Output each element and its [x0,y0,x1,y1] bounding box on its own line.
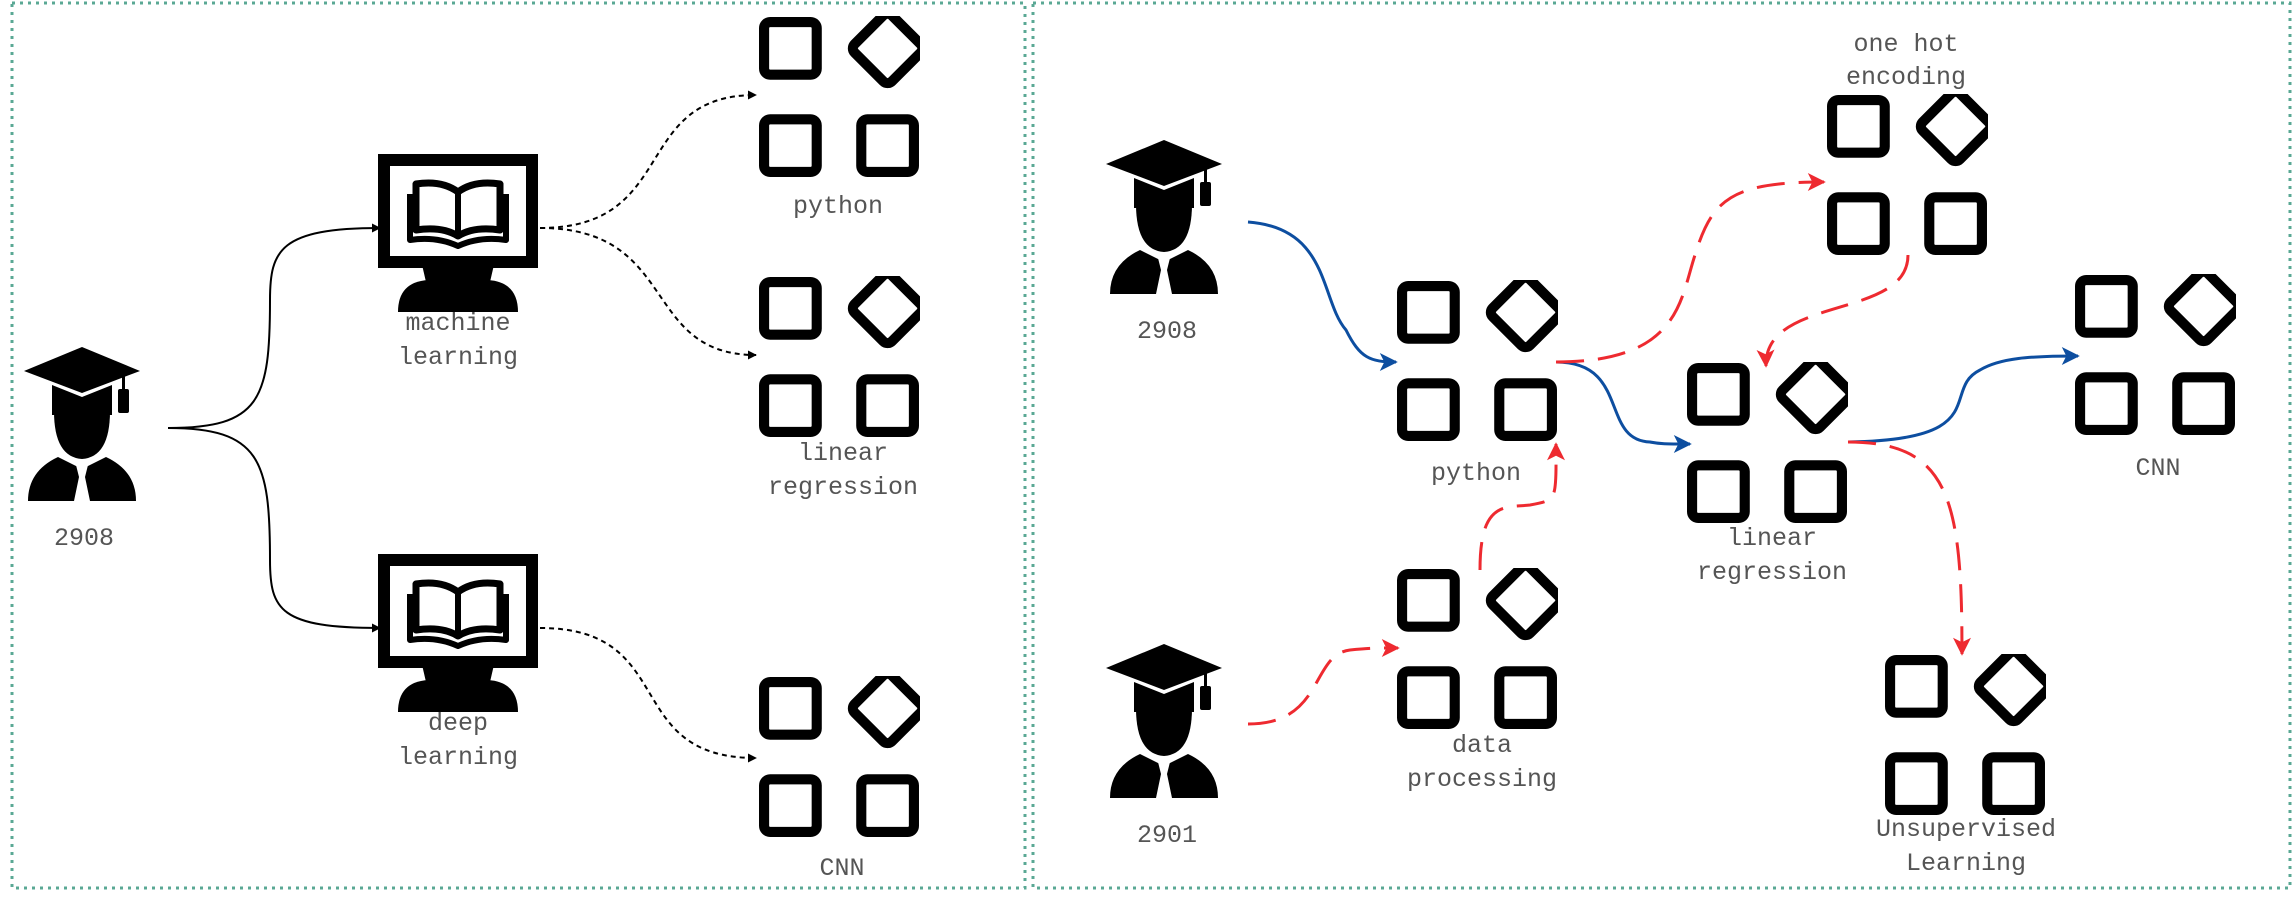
concept-label-line-1: python [793,192,883,221]
blocks-icon [1692,357,1853,518]
graduate-icon [1106,644,1222,798]
topic-label-line-2: learning [398,743,518,772]
edge-2901-to-data-processing [1247,639,1400,726]
concept-node-linear-regression: linear regression [1692,357,1853,587]
topic-node-machine-learning: machine learning [378,154,538,372]
concept-label-line-2: regression [1697,558,1847,587]
concept-node-one-hot-encoding: one hot encoding [1832,30,1993,250]
concept-node-data-processing: data processing [1402,563,1563,794]
left-panel-frame [10,1,1027,890]
edge-linear-regression-to-unsupervised-learning [1847,440,1971,656]
monitor-book-icon [378,554,538,712]
blocks-icon [1402,563,1563,724]
graduate-icon [24,347,140,501]
blocks-icon [1832,89,1993,250]
left-student-node: 2908 [24,347,140,553]
edge-dl-to-cnn [539,627,757,763]
concept-node-linear-regression: linear regression [764,271,925,502]
concept-label-line-2: encoding [1846,63,1966,92]
edge-ml-to-linear-regression [539,227,757,360]
edge-2908-to-python [1247,220,1398,371]
concept-label-line-1: one hot [1853,30,1958,59]
blocks-icon [1402,275,1563,436]
concept-label-line-1: data [1452,731,1512,760]
student-id-label: 2908 [54,524,114,553]
edge-python-to-linear-regression [1555,360,1692,453]
edge-linear-regression-to-cnn [1847,347,2080,444]
concept-label-line-1: CNN [819,854,864,883]
blocks-icon [764,271,925,432]
concept-label-line-1: Unsupervised [1876,815,2056,844]
concept-node-cnn: CNN [2080,269,2241,483]
concept-node-python: python [1402,275,1563,488]
topic-label-line-1: machine [405,309,510,338]
blocks-icon [764,671,925,832]
blocks-icon [2080,269,2241,430]
graduate-icon [1106,140,1222,294]
concept-node-cnn: CNN [764,671,925,883]
topic-label-line-2: learning [398,343,518,372]
concept-node-unsupervised-learning: Unsupervised Learning [1876,649,2056,878]
edge-student-to-deep-learning [167,427,381,633]
edge-one-hot-encoding-to-linear-regression [1756,254,1910,368]
edge-python-to-one-hot-encoding [1555,173,1826,364]
concept-label-line-2: regression [768,473,918,502]
concept-label-line-1: CNN [2135,454,2180,483]
monitor-book-icon [378,154,538,312]
student-id-label: 2908 [1137,317,1197,346]
right-panel-frame [1031,1,2292,890]
topic-node-deep-learning: deep learning [378,554,538,772]
concept-label-line-2: processing [1407,765,1557,794]
blocks-icon [1890,649,2051,810]
left-edges [167,90,757,763]
concept-label-line-2: Learning [1906,849,2026,878]
student-id-label: 2901 [1137,821,1197,850]
edge-ml-to-python [539,90,757,229]
concept-label-line-1: linear [798,439,888,468]
concept-label-line-1: linear [1727,524,1817,553]
blocks-icon [764,11,925,172]
topic-label-line-1: deep [428,709,488,738]
edge-student-to-machine-learning [167,223,381,429]
right-student-node-2901: 2901 [1106,644,1222,850]
right-edges [1247,173,2080,726]
concept-label-line-1: python [1431,459,1521,488]
concept-node-python: python [764,11,925,221]
right-student-node-2908: 2908 [1106,140,1222,346]
edge-data-processing-to-python [1478,442,1566,571]
